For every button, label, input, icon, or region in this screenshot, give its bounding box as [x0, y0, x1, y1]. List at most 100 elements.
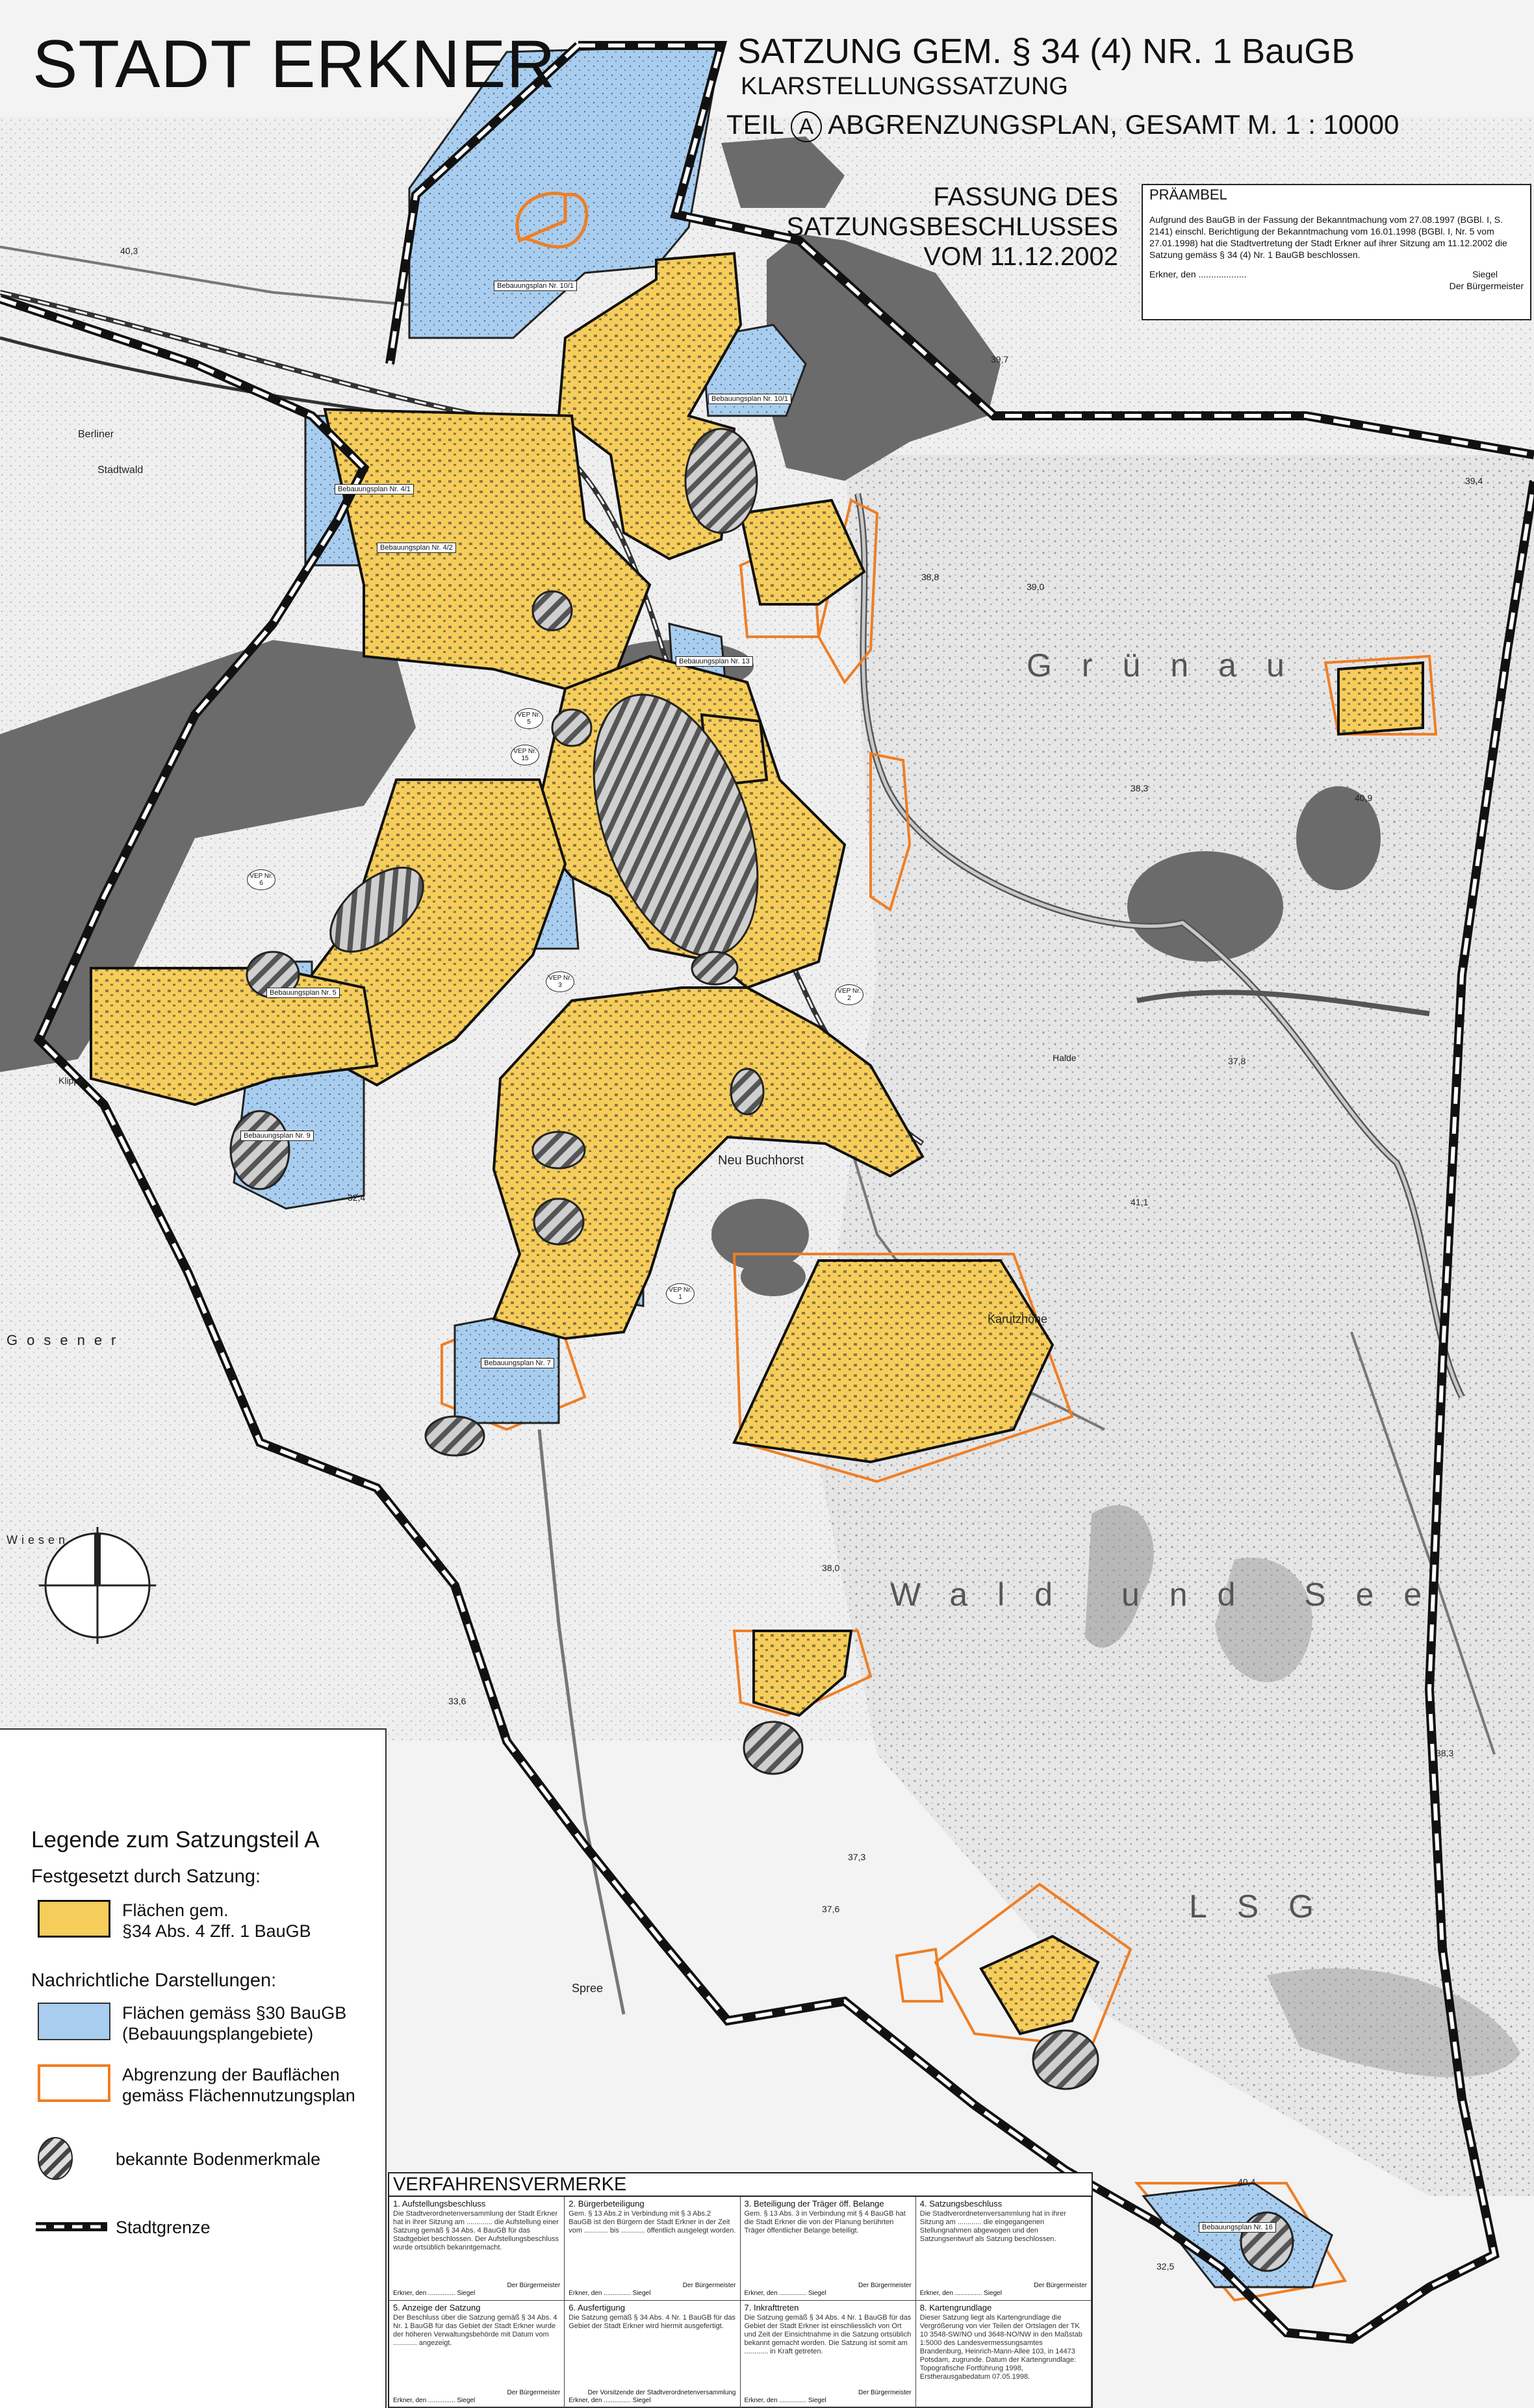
- procedure-cell-title: 4. Satzungsbeschluss: [919, 2199, 1003, 2209]
- procedure-cell-text: Die Stadtverordnetenversammlung hat in i…: [919, 2210, 1066, 2243]
- label-gruenau: Grünau: [1027, 647, 1314, 684]
- plan-part-rest: ABGRENZUNGSPLAN, GESAMT M. 1 : 10000: [828, 109, 1400, 140]
- elev-40-9: 40,9: [1355, 793, 1373, 803]
- satzung-areas-group: [90, 251, 1424, 2036]
- elev-37-6: 37,6: [822, 1904, 840, 1914]
- vep-label-6: VEP Nr. 6: [247, 869, 275, 890]
- preamble-signatory: Der Bürgermeister: [1449, 281, 1524, 291]
- procedure-cell-title: 5. Anzeige der Satzung: [393, 2303, 481, 2312]
- plan-part-letter-circle: A: [790, 111, 822, 142]
- elev-37-3: 37,3: [848, 1852, 866, 1862]
- label-berliner: Berliner: [78, 429, 114, 440]
- procedure-cell-signatory: Der Bürgermeister: [507, 2282, 561, 2289]
- legend-item-yellow-line2: §34 Abs. 4 Zff. 1 BauGB: [122, 1921, 311, 1941]
- stadtgrenze: [0, 41, 1534, 2344]
- legend-item-yellow-line1: Flächen gem.: [122, 1901, 229, 1920]
- procedure-cell-signatory: Der Bürgermeister: [1034, 2282, 1087, 2289]
- legend-item-orange: Abgrenzung der Bauflächen gemäss Flächen…: [122, 2064, 355, 2106]
- bplan-label-16: Bebauungsplan Nr. 16: [1199, 2222, 1276, 2233]
- preamble-heading: PRÄAMBEL: [1149, 186, 1227, 203]
- procedure-cell-text: Gem. § 13 Abs.2 in Verbindung mit § 3 Ab…: [569, 2210, 736, 2235]
- legend-item-blue-line1: Flächen gemäss §30 BauGB: [122, 2003, 347, 2023]
- procedure-cell-sign: Erkner, den ............... Siegel: [393, 2397, 476, 2404]
- pond-4: [741, 1257, 806, 1296]
- lake-north: [721, 136, 845, 208]
- elev-39-7: 39,7: [991, 354, 1009, 365]
- elev-41-1: 41,1: [1131, 1197, 1149, 1207]
- preamble-signature-row: Erkner, den ................... Siegel: [1149, 268, 1524, 280]
- procedure-cell-title: 8. Kartengrundlage: [919, 2303, 992, 2312]
- elev-32-4: 32,4: [348, 1192, 366, 1203]
- label-karutzhoehe: Karutzhöhe: [988, 1313, 1048, 1326]
- legend-panel: Legende zum Satzungsteil A Festgesetzt d…: [0, 1728, 387, 2408]
- plan-part-title: TEIL A ABGRENZUNGSPLAN, GESAMT M. 1 : 10…: [726, 109, 1399, 142]
- bplan-label-9: Bebauungsplan Nr. 9: [240, 1131, 314, 1141]
- legend-section-satzung: Festgesetzt durch Satzung:: [31, 1866, 261, 1887]
- bplan-label-4-1: Bebauungsplan Nr. 4/1: [335, 484, 414, 494]
- procedure-heading: VERFAHRENSVERMERKE: [389, 2173, 1092, 2197]
- procedure-cell-sign: Erkner, den ............... Siegel: [569, 2290, 651, 2297]
- elev-37-8: 37,8: [1228, 1056, 1246, 1066]
- label-klippe: Klippe: [58, 1075, 84, 1086]
- pond-2: [1296, 786, 1381, 890]
- procedure-cell-sign: Erkner, den ............... Siegel: [744, 2290, 826, 2297]
- bplan-label-4-2: Bebauungsplan Nr. 4/2: [377, 543, 456, 553]
- procedure-cell-text: Die Satzung gemäß § 34 Abs. 4 Nr. 1 BauG…: [569, 2314, 736, 2330]
- vep-label-15: VEP Nr. 15: [511, 745, 539, 765]
- label-gosener: Gosener: [6, 1332, 125, 1348]
- procedure-cell-title: 1. Aufstellungsbeschluss: [393, 2199, 486, 2209]
- vep-label-3: VEP Nr. 3: [546, 971, 574, 992]
- procedure-cell-signatory: Der Bürgermeister: [858, 2282, 912, 2289]
- procedure-cell-signatory: Der Bürgermeister: [507, 2389, 561, 2396]
- label-stadtwald: Stadtwald: [97, 465, 144, 476]
- elev-40-3: 40,3: [120, 246, 138, 256]
- bplan-label-10-1: Bebauungsplan Nr. 10/1: [494, 281, 578, 291]
- version-line-3: VOM 11.12.2002: [923, 242, 1118, 271]
- legend-swatch-blue: [38, 2003, 110, 2040]
- elev-39-0: 39,0: [1027, 582, 1045, 592]
- label-wiesen: Wiesen: [6, 1533, 70, 1546]
- procedure-cell-title: 7. Inkrafttreten: [744, 2303, 799, 2312]
- label-neu-buchhorst: Neu Buchhorst: [718, 1153, 804, 1168]
- vep-label-5: VEP Nr. 5: [515, 708, 543, 729]
- elev-38-8: 38,8: [921, 572, 940, 582]
- legend-boundary-icon: [36, 2222, 107, 2231]
- legend-swatch-orange: [38, 2064, 110, 2102]
- procedure-cell-text: Gem. § 13 Abs. 3 in Verbindung mit § 4 B…: [744, 2210, 906, 2235]
- legend-item-blue: Flächen gemäss §30 BauGB (Bebauungsplang…: [122, 2003, 346, 2044]
- elev-40-4: 40,4: [1238, 2177, 1256, 2187]
- legend-item-blue-line2: (Bebauungsplangebiete): [122, 2024, 314, 2043]
- legend-heading: Legende zum Satzungsteil A: [31, 1827, 320, 1852]
- legend-hatch-icon: [38, 2137, 73, 2180]
- pond-3: [711, 1199, 809, 1270]
- elev-33-6: 33,6: [448, 1696, 467, 1706]
- legend-item-yellow: Flächen gem. §34 Abs. 4 Zff. 1 BauGB: [122, 1900, 311, 1941]
- legend-item-boundary: Stadtgrenze: [116, 2218, 211, 2237]
- procedure-cell-text: Die Stadtverordnetenversammlung der Stad…: [393, 2210, 559, 2251]
- procedure-cell-title: 6. Ausfertigung: [569, 2303, 625, 2312]
- elev-32-5: 32,5: [1157, 2261, 1175, 2272]
- bplan-label-7: Bebauungsplan Nr. 7: [481, 1358, 554, 1368]
- vep-label-2: VEP Nr. 2: [835, 984, 863, 1005]
- north-arrow-icon: [39, 1527, 156, 1644]
- vep-label-1: VEP Nr. 1: [666, 1283, 695, 1304]
- procedure-cell-sign: Erkner, den ............... Siegel: [919, 2290, 1002, 2297]
- version-block: FASSUNG DES SATZUNGSBESCHLUSSES VOM 11.1…: [787, 182, 1119, 272]
- elev-38-3b: 38,3: [1436, 1748, 1454, 1758]
- preamble-text: Aufgrund des BauGB in der Fassung der Be…: [1149, 214, 1507, 260]
- preamble-place-date: Erkner, den ...................: [1149, 269, 1247, 279]
- procedure-notes-box: VERFAHRENSVERMERKE 1. Aufstellungsbeschl…: [388, 2172, 1093, 2408]
- plan-part-prefix: TEIL: [726, 109, 784, 140]
- preamble-box: PRÄAMBEL Aufgrund des BauGB in der Fassu…: [1142, 184, 1531, 320]
- elev-38-3: 38,3: [1131, 783, 1149, 793]
- procedure-cell-sign: Erkner, den ............... Siegel: [744, 2397, 826, 2404]
- preamble-seal: Siegel: [1472, 269, 1498, 279]
